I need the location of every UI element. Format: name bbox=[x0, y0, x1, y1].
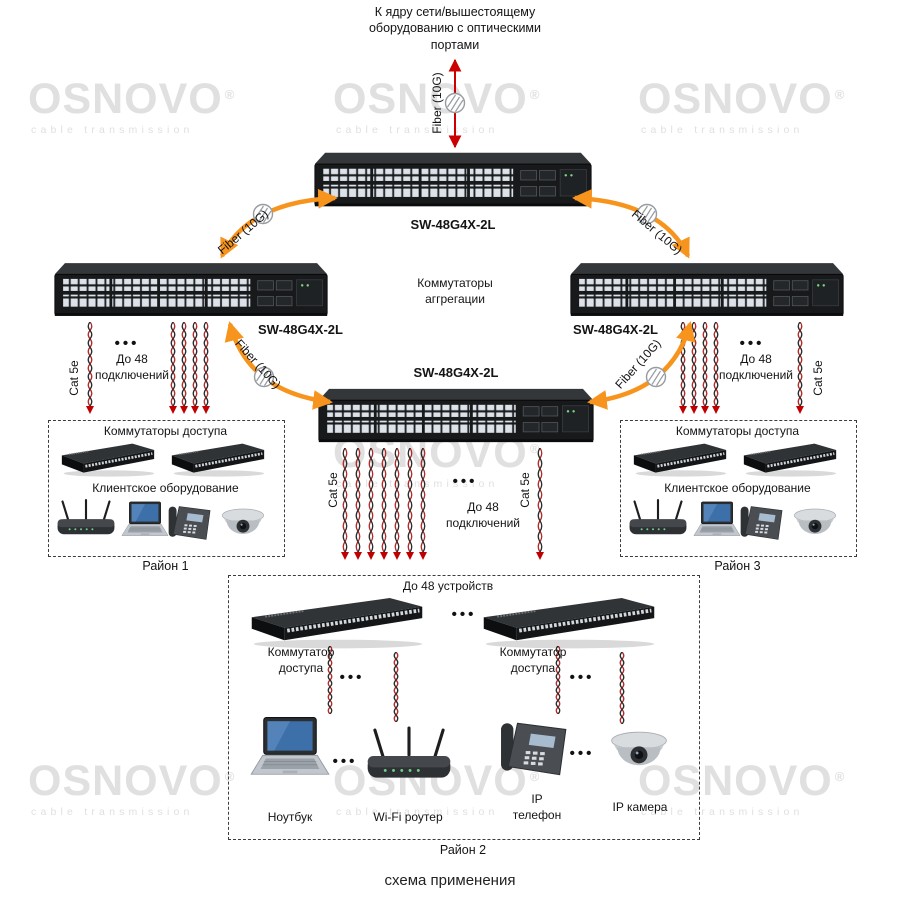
district1-client-label: Клиентское оборудование bbox=[92, 481, 239, 495]
district3-access-label: Коммутаторы доступа bbox=[675, 424, 800, 438]
up-to-48-label-left: До 48 подключений bbox=[95, 352, 169, 382]
ip-camera-image bbox=[793, 508, 837, 535]
more-drops-dots: ••• bbox=[569, 669, 595, 686]
watermark-osnovo: OSNOVO® cable transmission bbox=[28, 757, 236, 819]
up-to-48-label-right: До 48 подключений bbox=[719, 352, 793, 382]
watermark-osnovo: OSNOVO® cable transmission bbox=[638, 75, 846, 137]
ip-camera-label: IP камера bbox=[612, 800, 668, 814]
diagram-caption: схема применения bbox=[384, 872, 516, 889]
more-drops-dots: ••• bbox=[339, 669, 365, 686]
access-switch-image bbox=[60, 442, 156, 478]
access-switch-image bbox=[742, 442, 838, 478]
switch-model-top: SW-48G4X-2L bbox=[410, 217, 496, 232]
wifi-router-image bbox=[366, 726, 452, 780]
cat5e-label-right: Cat 5e bbox=[811, 360, 825, 396]
access-switch-image bbox=[170, 442, 266, 478]
core-network-label: К ядру сети/вышестоящему оборудованию с … bbox=[368, 5, 542, 52]
fiber-coil-icon bbox=[444, 92, 466, 114]
ip-camera-image bbox=[611, 731, 667, 766]
switch-aggregation-top bbox=[313, 151, 593, 208]
cat5e-label-middle-left: Cat 5e bbox=[326, 472, 340, 508]
up-to-48-label-middle: До 48 подключений bbox=[446, 500, 520, 530]
laptop-image bbox=[693, 501, 741, 536]
district-2-box bbox=[228, 575, 700, 840]
more-connections-dots: ••• bbox=[114, 335, 140, 352]
wifi-router-label: Wi-Fi роутер bbox=[373, 810, 443, 824]
more-devices-dots: ••• bbox=[569, 745, 595, 762]
cat5e-label-left: Cat 5e bbox=[67, 360, 81, 396]
ip-camera-image bbox=[221, 508, 265, 535]
district2-access-switch-right-label: Коммутатор доступа bbox=[499, 645, 567, 675]
watermark-osnovo: OSNOVO® cable transmission bbox=[638, 757, 846, 819]
more-switches-dots: ••• bbox=[451, 606, 477, 623]
switch-model-middle: SW-48G4X-2L bbox=[413, 365, 499, 380]
district3-client-label: Клиентское оборудование bbox=[664, 481, 811, 495]
aggregation-switches-label: Коммутаторы аггрегации bbox=[417, 276, 493, 306]
district2-access-switch-left-label: Коммутатор доступа bbox=[267, 645, 335, 675]
wifi-router-image bbox=[56, 498, 116, 536]
fiber-coil-icon bbox=[645, 366, 667, 388]
wifi-router-image bbox=[628, 498, 688, 536]
district3-title: Район 3 bbox=[714, 559, 761, 573]
access-switch-image bbox=[481, 596, 657, 650]
laptop-label: Ноутбук bbox=[267, 810, 313, 824]
district-3-box bbox=[620, 420, 857, 557]
switch-model-left: SW-48G4X-2L bbox=[258, 322, 343, 337]
fiber-label-uplink: Fiber (10G) bbox=[430, 72, 444, 134]
district1-access-label: Коммутаторы доступа bbox=[103, 424, 228, 438]
access-switch-image bbox=[249, 596, 425, 650]
ip-phone-label: IP телефон bbox=[512, 792, 562, 822]
district2-devices-limit: До 48 устройств bbox=[402, 579, 494, 593]
laptop-image bbox=[121, 501, 169, 536]
district2-title: Район 2 bbox=[439, 843, 487, 857]
ip-phone-image bbox=[168, 506, 211, 540]
more-connections-dots: ••• bbox=[739, 335, 765, 352]
switch-aggregation-right bbox=[569, 261, 845, 318]
access-switch-image bbox=[632, 442, 728, 478]
watermark-osnovo: OSNOVO® cable transmission bbox=[28, 75, 236, 137]
switch-aggregation-left bbox=[53, 261, 329, 318]
more-devices-dots: ••• bbox=[332, 753, 358, 770]
ip-phone-image bbox=[740, 506, 783, 540]
more-connections-dots: ••• bbox=[452, 473, 478, 490]
district1-title: Район 1 bbox=[142, 559, 189, 573]
district-1-box bbox=[48, 420, 285, 557]
switch-aggregation-middle bbox=[317, 387, 595, 444]
